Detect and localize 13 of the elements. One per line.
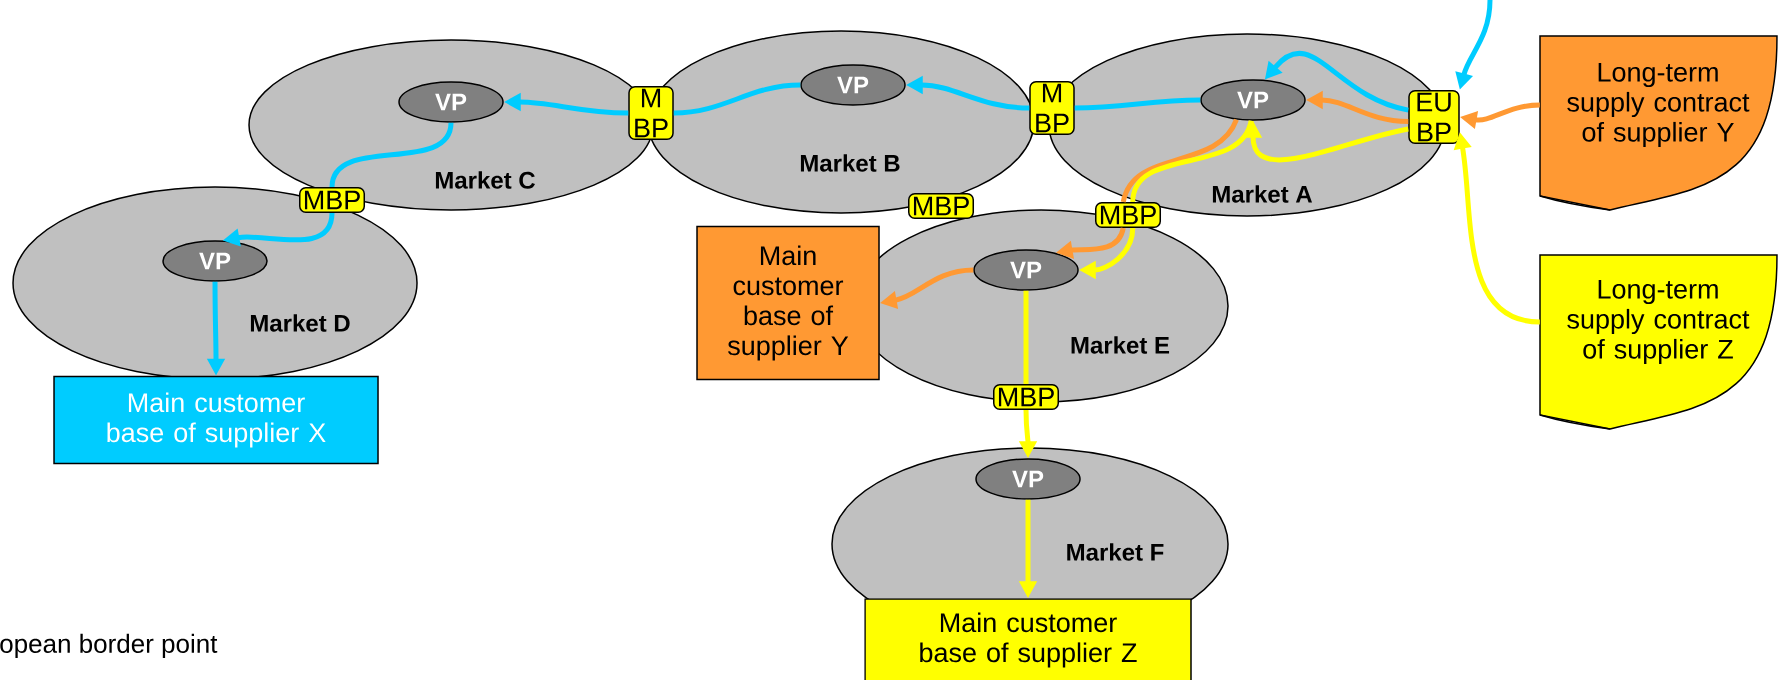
contract-document: Long-term supply contract of supplier Z [1539, 254, 1778, 430]
border-point-box: EU BP [1408, 89, 1460, 145]
border-point-box: MBP [993, 383, 1059, 410]
border-point-box: MBP [908, 192, 974, 220]
customer-box: Main customer base of supplier Y [696, 225, 880, 381]
border-point-box: M BP [628, 85, 674, 141]
contract-document: Long-term supply contract of supplier Y [1539, 35, 1778, 211]
customer-box: Main customer base of supplier X [53, 375, 379, 465]
border-point-box: MBP [1095, 201, 1161, 229]
border-point-box: MBP [299, 186, 365, 214]
customer-box: Main customer base of supplier Z [864, 598, 1192, 680]
border-point-box: M BP [1029, 80, 1075, 136]
legend-text: opean border point [0, 633, 218, 659]
